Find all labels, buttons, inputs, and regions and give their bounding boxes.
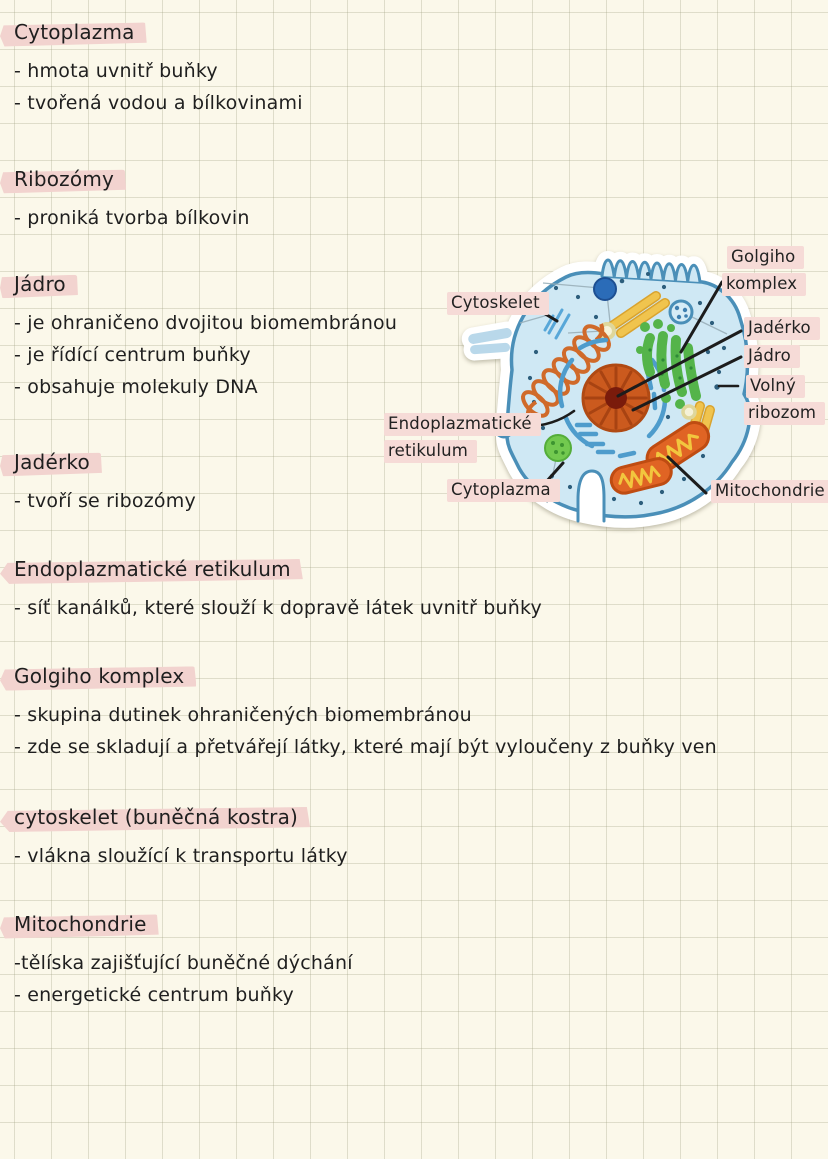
bullet-line: - proniká tvorba bílkovin xyxy=(14,207,250,229)
note-section-jaderko: Jadérko - tvoří se ribozómy xyxy=(14,450,814,517)
diagram-label-mitochondrie: Mitochondrie xyxy=(711,480,828,503)
bullet-line: - energetické centrum buňky xyxy=(14,984,294,1006)
er-arcs xyxy=(557,337,668,459)
heading-highlight: Jádro xyxy=(14,272,66,296)
diagram-label-jadro: Jádro xyxy=(744,345,800,368)
diagram-label-cytoskelet: Cytoskelet xyxy=(447,292,549,315)
bullet-line: -tělíska zajišťující buněčné dýchání xyxy=(14,952,353,974)
section-heading: Jadérko xyxy=(14,450,814,476)
bullet-line: - je ohraničeno dvojitou biomembránou xyxy=(14,312,398,334)
bullet-line: - obsahuje molekuly DNA xyxy=(14,376,258,398)
membrane-invagination xyxy=(576,469,606,523)
cell-arm xyxy=(468,328,512,355)
cell-diagram-illustration xyxy=(461,250,761,528)
diagram-label-volny: Volný xyxy=(746,375,805,398)
diagram-label-cytoplazma: Cytoplazma xyxy=(447,479,560,502)
heading-highlight: Mitochondrie xyxy=(14,912,147,936)
diagram-label-golgi-1: Golgiho xyxy=(727,246,805,269)
yellow-rods-top xyxy=(607,291,670,338)
page-bottom-edge xyxy=(0,1159,828,1167)
note-section-golgi: Golgiho komplex - skupina dutinek ohrani… xyxy=(14,664,814,763)
mitochondrion-lower xyxy=(609,457,673,495)
heading-highlight: Endoplazmatické retikulum xyxy=(14,557,291,581)
heading-highlight: Golgiho komplex xyxy=(14,664,185,688)
note-section-jadro: Jádro - je ohraničeno dvojitou biomembrá… xyxy=(14,272,814,403)
section-heading: cytoskelet (buněčná kostra) xyxy=(14,805,814,831)
golgi-complex xyxy=(636,319,701,414)
diagram-label-ribozom: ribozom xyxy=(744,402,826,425)
heading-highlight: Jadérko xyxy=(14,450,90,474)
lysosome xyxy=(544,434,572,462)
nucleolus xyxy=(605,387,627,409)
note-section-cytoplazma: Cytoplazma - hmota uvnitř buňky - tvořen… xyxy=(14,20,814,119)
section-heading: Ribozómy xyxy=(14,167,814,193)
diagram-label-jaderko: Jadérko xyxy=(744,317,820,340)
bullet-line: - zde se skladují a přetvářejí látky, kt… xyxy=(14,736,717,758)
note-section-cytoskelet: cytoskelet (buněčná kostra) - vlákna slo… xyxy=(14,805,814,872)
nucleus xyxy=(581,363,651,433)
note-section-mitochondrie: Mitochondrie -tělíska zajišťující buněčn… xyxy=(14,912,814,1011)
heading-highlight: Ribozómy xyxy=(14,167,115,191)
diagram-label-golgi-2: komplex xyxy=(722,273,807,296)
heading-highlight: cytoskelet (buněčná kostra) xyxy=(14,805,299,829)
heading-highlight: Cytoplazma xyxy=(14,20,135,44)
note-section-er: Endoplazmatické retikulum - síť kanálků,… xyxy=(14,557,814,624)
bullet-line: - tvořená vodou a bílkovinami xyxy=(14,92,303,114)
ring-right xyxy=(681,404,697,420)
bullet-line: - síť kanálků, které slouží k dopravě lá… xyxy=(14,597,542,619)
bullet-line: - vlákna sloužící k transportu látky xyxy=(14,845,348,867)
vesicle xyxy=(668,299,694,325)
diagram-label-er-2: retikulum xyxy=(384,440,478,463)
section-heading: Jádro xyxy=(14,272,814,298)
diagram-label-er-1: Endoplazmatické xyxy=(384,413,541,436)
bullet-line: - tvoří se ribozómy xyxy=(14,490,196,512)
bullet-line: - skupina dutinek ohraničených biomembrá… xyxy=(14,704,472,726)
bullet-line: - hmota uvnitř buňky xyxy=(14,60,218,82)
section-heading: Mitochondrie xyxy=(14,912,814,938)
section-heading: Endoplazmatické retikulum xyxy=(14,557,814,583)
section-heading: Golgiho komplex xyxy=(14,664,814,690)
note-section-ribozomy: Ribozómy - proniká tvorba bílkovin xyxy=(14,167,814,234)
centrosome xyxy=(593,277,617,301)
bullet-line: - je řídící centrum buňky xyxy=(14,344,251,366)
microvilli xyxy=(600,258,702,284)
section-heading: Cytoplazma xyxy=(14,20,814,46)
label-pointer-lines xyxy=(504,280,743,495)
